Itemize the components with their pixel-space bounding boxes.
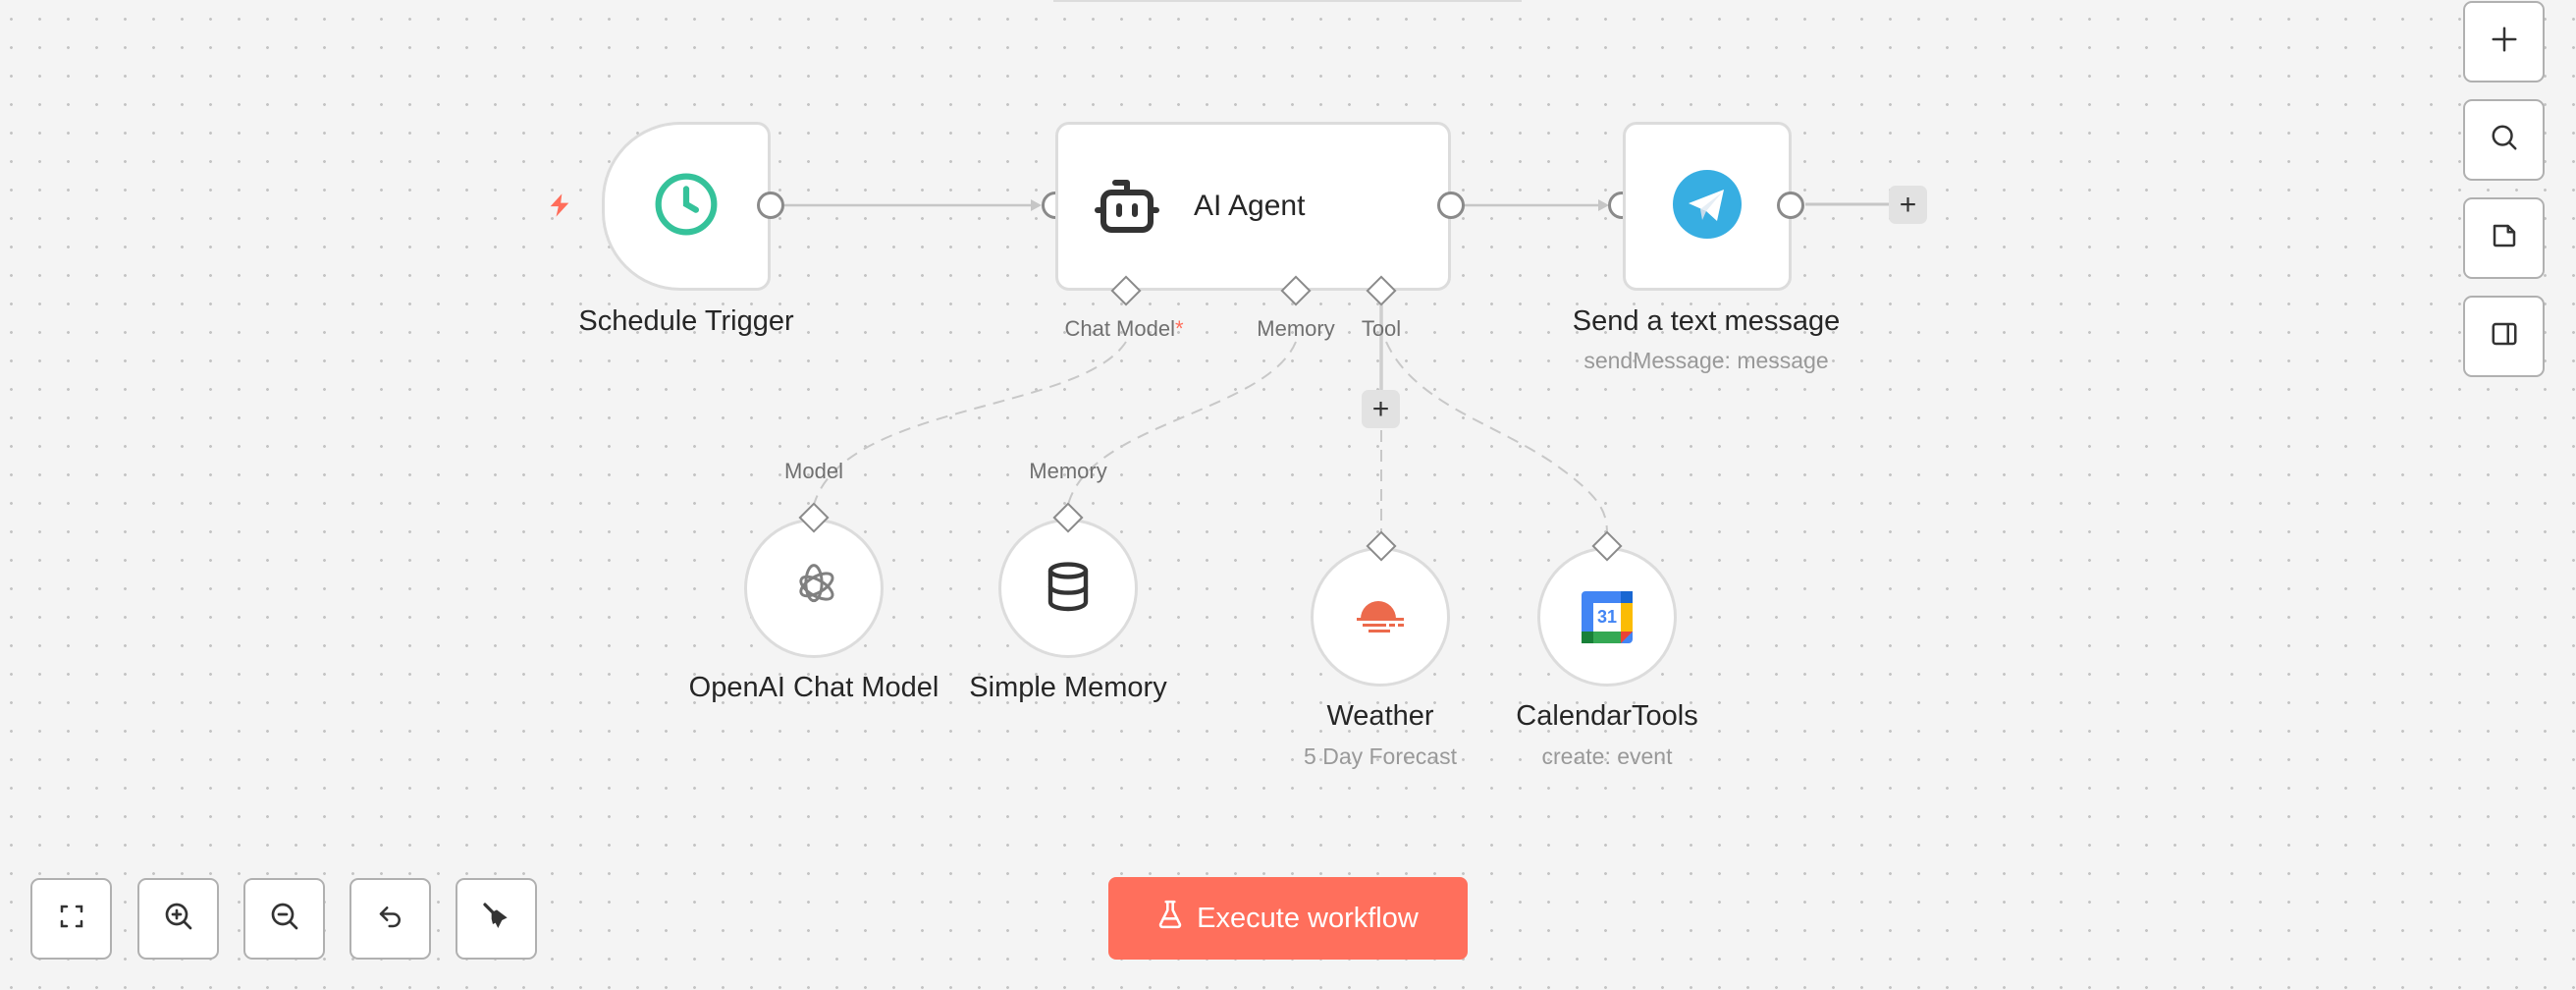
calendar-tools-label: CalendarTools [1516,700,1698,732]
plus-icon [2490,25,2519,59]
flask-icon [1157,900,1183,937]
add-node-button[interactable] [2463,1,2545,82]
add-tool-button[interactable]: + [1362,390,1400,428]
tidy-up-broom-icon [481,901,512,937]
telegram-title: Send a text message [1572,305,1841,337]
zoom-out-icon [269,901,300,937]
execute-workflow-button[interactable]: Execute workflow [1108,877,1468,960]
execute-workflow-label: Execute workflow [1197,902,1419,934]
sticky-note-icon [2490,221,2519,255]
fit-view-icon [57,902,86,936]
tidy-up-button[interactable] [456,878,537,960]
schedule-trigger-node[interactable] [602,122,771,291]
calendar-day-number: 31 [1596,606,1618,627]
database-icon [1045,560,1092,618]
search-nodes-button[interactable] [2463,99,2545,181]
undo-icon [376,902,405,936]
openai-icon [787,559,840,619]
telegram-subtitle: sendMessage: message [1583,348,1829,373]
ai-agent-title: AI Agent [1194,190,1306,222]
zoom-out-button[interactable] [243,878,325,960]
add-sticky-note-button[interactable] [2463,197,2545,279]
calendar-tools-subtitle: create: event [1541,743,1673,769]
chat-model-port-label: Chat Model* [1064,316,1184,341]
zoom-in-icon [163,901,194,937]
schedule-trigger-label: Schedule Trigger [578,305,794,337]
fit-view-button[interactable] [30,878,112,960]
trigger-lightning-icon [546,191,573,220]
simple-memory-label: Simple Memory [969,672,1167,703]
simple-memory-port-label: Memory [1029,459,1107,483]
weather-subtitle: 5 Day Forecast [1304,743,1457,769]
robot-icon [1094,175,1160,239]
telegram-icon [1673,169,1742,244]
openai-chat-model-node[interactable] [744,519,884,658]
calendar-tools-node[interactable]: 31 [1537,547,1677,687]
openai-chat-model-label: OpenAI Chat Model [688,672,939,703]
agent-output-handle[interactable] [1437,192,1465,219]
weather-label: Weather [1326,700,1434,732]
ai-agent-node[interactable]: AI Agent [1055,122,1451,291]
add-next-node-button[interactable]: + [1889,186,1927,224]
tool-port-label: Tool [1361,316,1402,341]
weather-node[interactable] [1311,547,1450,687]
simple-memory-node[interactable] [998,519,1138,658]
toggle-panel-button[interactable] [2463,296,2545,377]
sun-horizon-icon [1353,593,1408,641]
panel-icon [2490,319,2519,354]
memory-port-label: Memory [1257,316,1335,341]
clock-icon [653,171,720,243]
telegram-output-handle[interactable] [1777,192,1804,219]
trigger-output-handle[interactable] [757,192,784,219]
undo-button[interactable] [349,878,431,960]
google-calendar-icon: 31 [1582,590,1633,643]
openai-model-port-label: Model [784,459,843,483]
telegram-node[interactable] [1623,122,1792,291]
search-icon [2490,123,2519,157]
required-asterisk: * [1174,316,1184,341]
zoom-in-button[interactable] [137,878,219,960]
top-panel-edge [1053,0,1522,2]
